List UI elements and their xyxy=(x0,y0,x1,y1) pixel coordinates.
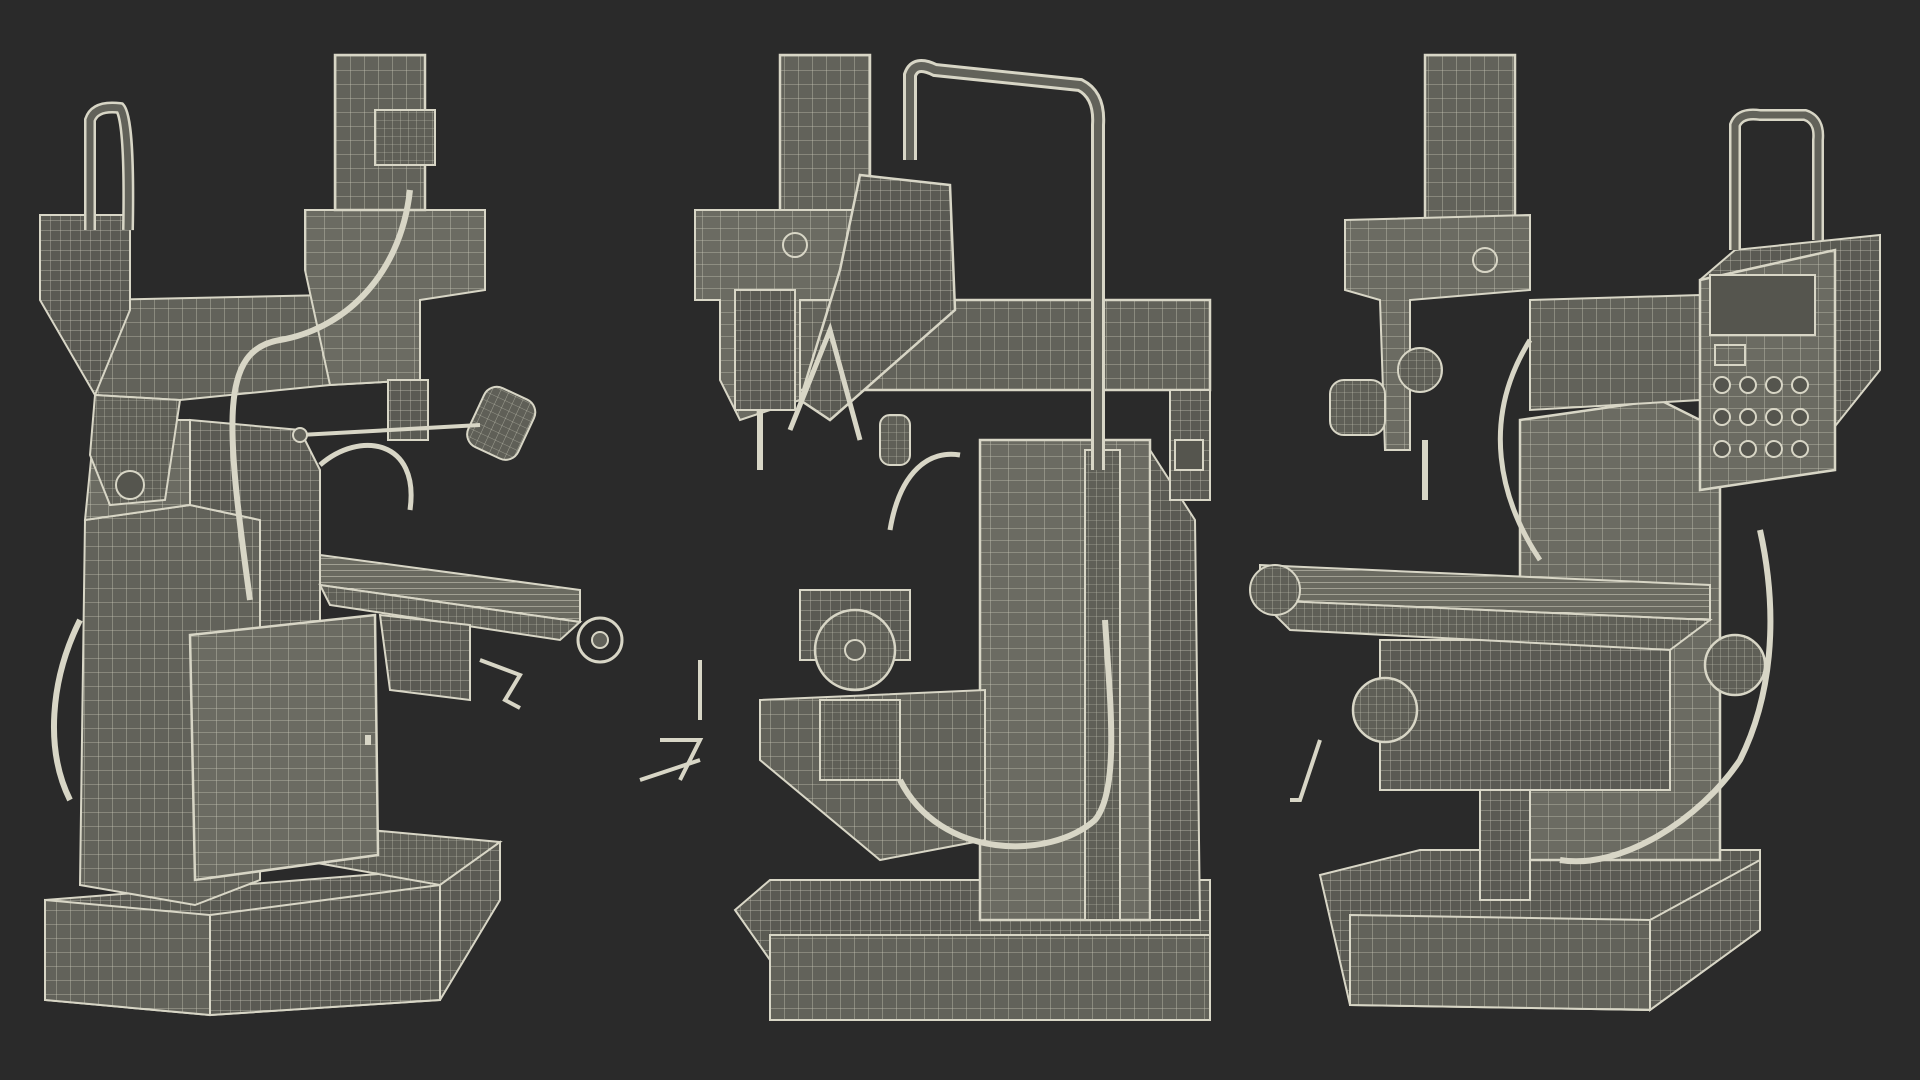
spindle-guard xyxy=(787,173,957,441)
machine-base xyxy=(44,828,503,1017)
panel-button xyxy=(1713,440,1731,458)
panel-button xyxy=(1713,376,1731,394)
hoses xyxy=(50,189,414,802)
left-perspective-view xyxy=(39,53,624,1017)
panel-button xyxy=(1739,376,1757,394)
panel-button xyxy=(1765,440,1783,458)
machine-base xyxy=(1318,849,1761,1012)
hoses xyxy=(879,414,1115,850)
panel-button xyxy=(1739,408,1757,426)
panel-screen xyxy=(1709,274,1816,336)
coolant-pipe xyxy=(84,101,135,231)
hoses xyxy=(1497,338,1774,865)
spindle-head xyxy=(1329,53,1531,500)
panel-button xyxy=(1791,440,1809,458)
control-panel xyxy=(1698,233,1881,492)
panel-button xyxy=(1713,408,1731,426)
panel-button xyxy=(1765,376,1783,394)
right-perspective-view xyxy=(1249,53,1881,1012)
panel-button xyxy=(1791,376,1809,394)
coolant-pipe xyxy=(1729,108,1825,250)
electrical-cabinet xyxy=(188,613,380,882)
side-elevation-view xyxy=(639,53,1212,1021)
spindle-head xyxy=(292,53,537,461)
panel-button xyxy=(1765,408,1783,426)
panel-buttons xyxy=(1713,376,1809,458)
coolant-pipe xyxy=(903,59,1106,470)
panel-button xyxy=(1791,408,1809,426)
panel-button xyxy=(1739,440,1757,458)
worktable xyxy=(318,553,624,710)
overarm-ram xyxy=(1529,293,1701,412)
knee-and-table xyxy=(1249,563,1767,802)
